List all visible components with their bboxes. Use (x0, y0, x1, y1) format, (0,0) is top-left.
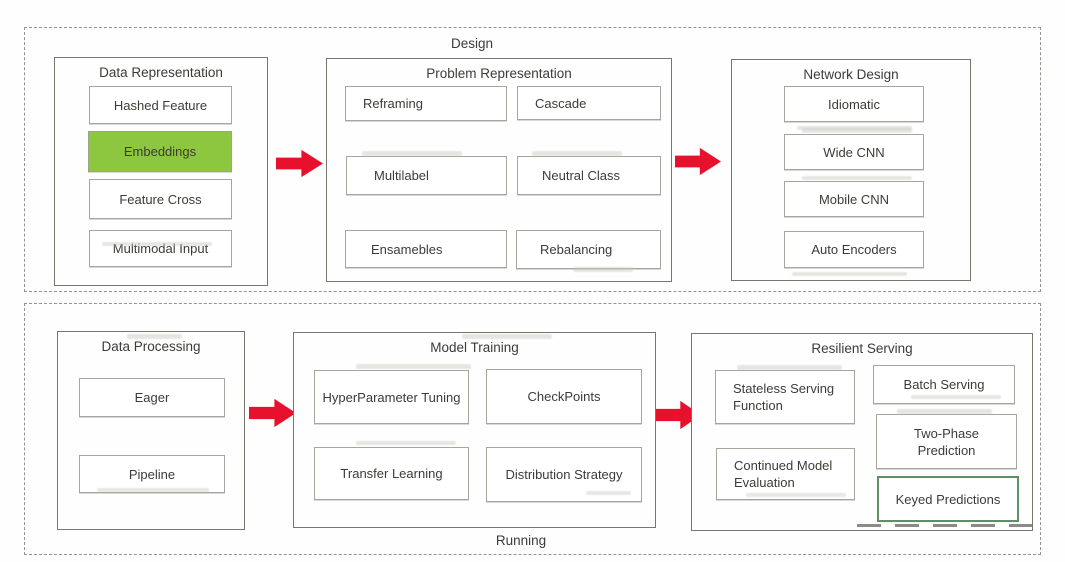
erased-text-artifact (792, 272, 907, 276)
item-eager: Eager (79, 378, 225, 417)
item-pipeline: Pipeline (79, 455, 225, 493)
resilient-serving-title: Resilient Serving (811, 341, 913, 356)
erased-text-artifact (97, 488, 209, 492)
item-feature-cross-label: Feature Cross (119, 191, 202, 207)
item-keyed-predictions-label: Keyed Predictions (895, 491, 1001, 507)
item-multilabel: Multilabel (346, 156, 507, 195)
erased-text-artifact (797, 126, 912, 130)
item-mobile-cnn-label: Mobile CNN (818, 191, 890, 207)
item-idiomatic: Idiomatic (784, 86, 924, 122)
item-distribution-strategy: Distribution Strategy (486, 447, 642, 502)
network-design-group: Network Design Idiomatic Wide CNN Mobile… (731, 59, 971, 281)
erased-text-artifact (356, 364, 471, 369)
item-continued-model-evaluation: Continued Model Evaluation (716, 448, 855, 500)
erased-text-artifact (737, 365, 842, 370)
item-ensamebles-label: Ensamebles (371, 241, 443, 257)
data-processing-title: Data Processing (101, 339, 201, 354)
running-phase-container: Running Data Processing Eager Pipeline M… (24, 303, 1043, 555)
erased-text-artifact (857, 524, 1043, 527)
item-pipeline-label: Pipeline (128, 466, 176, 482)
running-phase-label: Running (495, 533, 547, 548)
item-hyperparameter-tuning: HyperParameter Tuning (314, 370, 469, 424)
item-cascade-label: Cascade (535, 95, 587, 111)
item-auto-encoders: Auto Encoders (784, 231, 924, 268)
erased-text-artifact (802, 128, 912, 133)
item-multilabel-label: Multilabel (374, 168, 429, 183)
erased-text-artifact (586, 491, 631, 495)
item-idiomatic-label: Idiomatic (827, 96, 881, 112)
item-reframing: Reframing (345, 86, 507, 121)
erased-text-artifact (362, 151, 462, 156)
flow-arrow-icon (249, 398, 296, 428)
item-transfer-learning: Transfer Learning (314, 447, 469, 500)
data-processing-group: Data Processing Eager Pipeline (57, 331, 245, 530)
erased-text-artifact (911, 395, 1001, 399)
network-design-title: Network Design (803, 67, 899, 82)
erased-text-artifact (532, 151, 622, 156)
item-reframing-label: Reframing (363, 96, 423, 111)
flow-arrow-icon (276, 149, 323, 178)
erased-text-artifact (802, 176, 912, 180)
problem-representation-title: Problem Representation (426, 66, 572, 81)
item-mobile-cnn: Mobile CNN (784, 181, 924, 217)
item-two-phase-prediction-label: Two-Phase Prediction (913, 425, 980, 458)
item-batch-serving: Batch Serving (873, 365, 1015, 404)
item-hyperparameter-tuning-label: HyperParameter Tuning (322, 389, 461, 405)
item-hashed-feature: Hashed Feature (89, 86, 232, 124)
erased-text-artifact (102, 242, 212, 246)
item-eager-label: Eager (134, 390, 170, 405)
item-checkpoints: CheckPoints (486, 369, 642, 424)
item-ensamebles: Ensamebles (345, 230, 507, 268)
item-hashed-feature-label: Hashed Feature (113, 97, 208, 113)
item-cascade: Cascade (517, 86, 661, 120)
item-distribution-strategy-label: Distribution Strategy (505, 467, 623, 482)
flow-arrow-icon (675, 147, 721, 176)
model-training-group: Model Training HyperParameter Tuning Che… (293, 332, 656, 528)
design-phase-container: Design Data Representation Hashed Featur… (24, 27, 1041, 292)
item-batch-serving-label: Batch Serving (903, 377, 985, 392)
item-transfer-learning-label: Transfer Learning (340, 466, 443, 481)
data-representation-title: Data Representation (99, 65, 223, 80)
item-two-phase-prediction: Two-Phase Prediction (876, 414, 1017, 469)
data-representation-group: Data Representation Hashed Feature Embed… (54, 57, 268, 286)
design-phase-label: Design (450, 36, 494, 51)
item-embeddings: Embeddings (88, 131, 232, 172)
item-feature-cross: Feature Cross (89, 179, 232, 219)
item-continued-model-evaluation-label: Continued Model Evaluation (734, 458, 833, 490)
item-neutral-class-label: Neutral Class (542, 168, 621, 183)
item-rebalancing-label: Rebalancing (540, 242, 613, 257)
item-wide-cnn-label: Wide CNN (823, 144, 885, 160)
erased-text-artifact (746, 493, 846, 497)
erased-text-artifact (127, 334, 182, 339)
item-keyed-predictions: Keyed Predictions (877, 476, 1019, 522)
item-embeddings-label: Embeddings (123, 144, 197, 159)
item-checkpoints-label: CheckPoints (527, 389, 601, 404)
item-multimodal-input: Multimodal Input (89, 230, 232, 267)
item-wide-cnn: Wide CNN (784, 134, 924, 170)
item-multimodal-input-label: Multimodal Input (112, 241, 209, 256)
erased-text-artifact (356, 441, 456, 445)
model-training-title: Model Training (430, 340, 519, 355)
item-auto-encoders-label: Auto Encoders (811, 242, 897, 257)
erased-text-artifact (897, 409, 992, 414)
item-neutral-class: Neutral Class (517, 156, 661, 195)
erased-text-artifact (573, 267, 633, 272)
item-stateless-serving-function: Stateless Serving Function (715, 370, 855, 424)
item-stateless-serving-function-label: Stateless Serving Function (733, 381, 835, 413)
problem-representation-group: Problem Representation Reframing Cascade… (326, 58, 672, 282)
item-rebalancing: Rebalancing (516, 230, 661, 269)
erased-text-artifact (462, 334, 552, 339)
resilient-serving-group: Resilient Serving Stateless Serving Func… (691, 333, 1033, 531)
